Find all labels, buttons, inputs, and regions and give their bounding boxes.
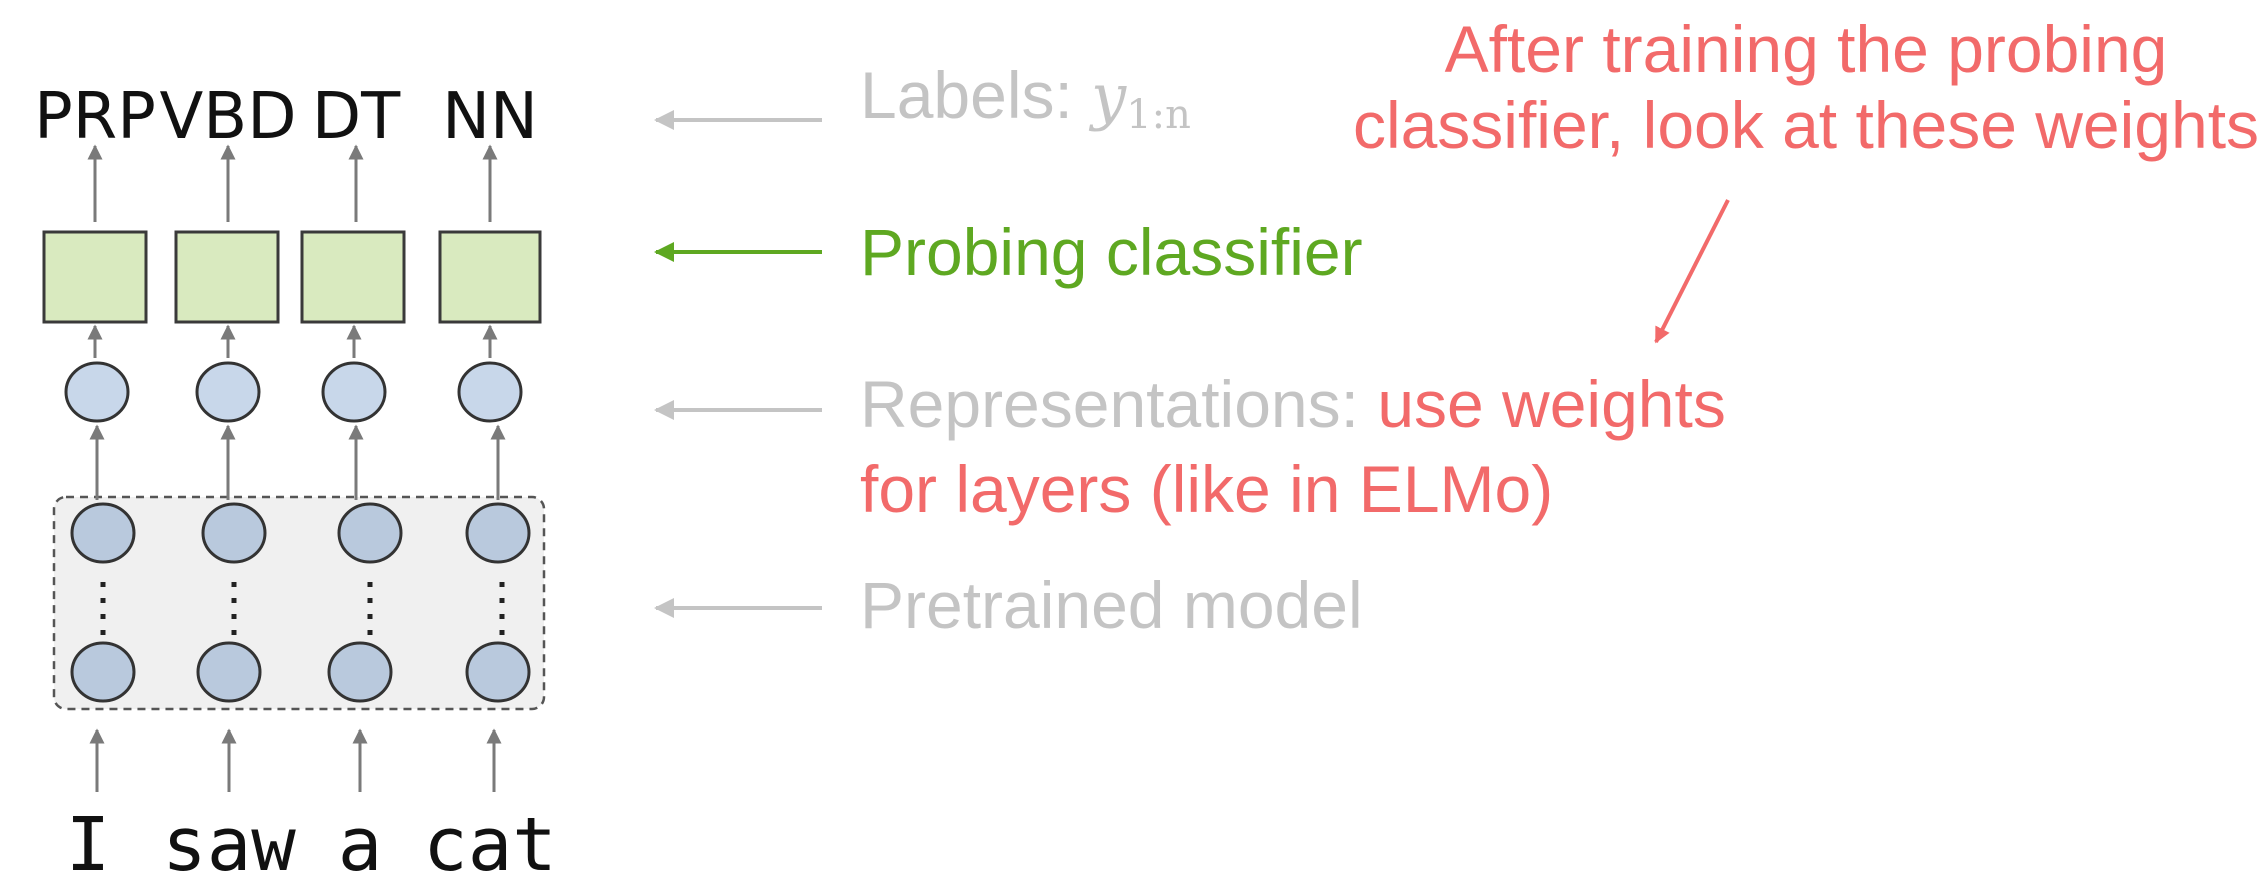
input-word: saw bbox=[162, 802, 296, 888]
representations-text: Representations: use weights bbox=[860, 367, 1726, 441]
labels-math-var: y bbox=[1088, 60, 1127, 133]
labels-prefix: Labels: bbox=[860, 58, 1091, 132]
pretrained-node-top bbox=[465, 502, 531, 564]
tag-label: VBD bbox=[160, 80, 297, 154]
column-2: VBD saw bbox=[160, 80, 297, 888]
pretrained-node-bottom bbox=[465, 641, 531, 703]
tag-label: PRP bbox=[34, 80, 156, 154]
annotation-line-2: classifier, look at these weights bbox=[1353, 88, 2259, 162]
column-4: NN cat bbox=[423, 80, 557, 888]
pretrained-model-text: Pretrained model bbox=[860, 568, 1363, 642]
input-word: I bbox=[66, 802, 111, 888]
pretrained-node-top bbox=[201, 502, 267, 564]
pretrained-node-bottom bbox=[70, 641, 136, 703]
representations-highlight: use weights bbox=[1377, 367, 1726, 441]
column-3: DT a bbox=[300, 80, 406, 888]
pretrained-node-bottom bbox=[327, 641, 393, 703]
labels-text: Labels: y1:n bbox=[860, 58, 1191, 138]
pretrained-node-top bbox=[337, 502, 403, 564]
probing-classifier-box bbox=[438, 230, 542, 324]
pretrained-model-box bbox=[52, 495, 546, 711]
representation-node bbox=[195, 361, 261, 423]
probing-classifier-box bbox=[42, 230, 148, 324]
annotation-line-1: After training the probing bbox=[1445, 12, 2168, 86]
tag-label: DT bbox=[312, 80, 401, 154]
probing-classifier-box bbox=[174, 230, 280, 324]
annotation-arrow bbox=[1654, 199, 1730, 344]
input-word: a bbox=[338, 802, 383, 888]
representation-node bbox=[321, 361, 387, 423]
representation-node bbox=[457, 361, 523, 423]
representation-node bbox=[64, 361, 130, 423]
representations-prefix: Representations: bbox=[860, 367, 1377, 441]
tag-label: NN bbox=[442, 80, 538, 154]
representations-text-line2: for layers (like in ELMo) bbox=[860, 452, 1553, 526]
probing-classifier-box bbox=[300, 230, 406, 324]
labels-math-sub: 1:n bbox=[1126, 92, 1191, 138]
probing-classifier-text: Probing classifier bbox=[860, 215, 1363, 289]
pretrained-node-bottom bbox=[196, 641, 262, 703]
column-1: PRP I bbox=[34, 80, 156, 888]
input-word: cat bbox=[423, 802, 557, 888]
pretrained-node-top bbox=[70, 502, 136, 564]
